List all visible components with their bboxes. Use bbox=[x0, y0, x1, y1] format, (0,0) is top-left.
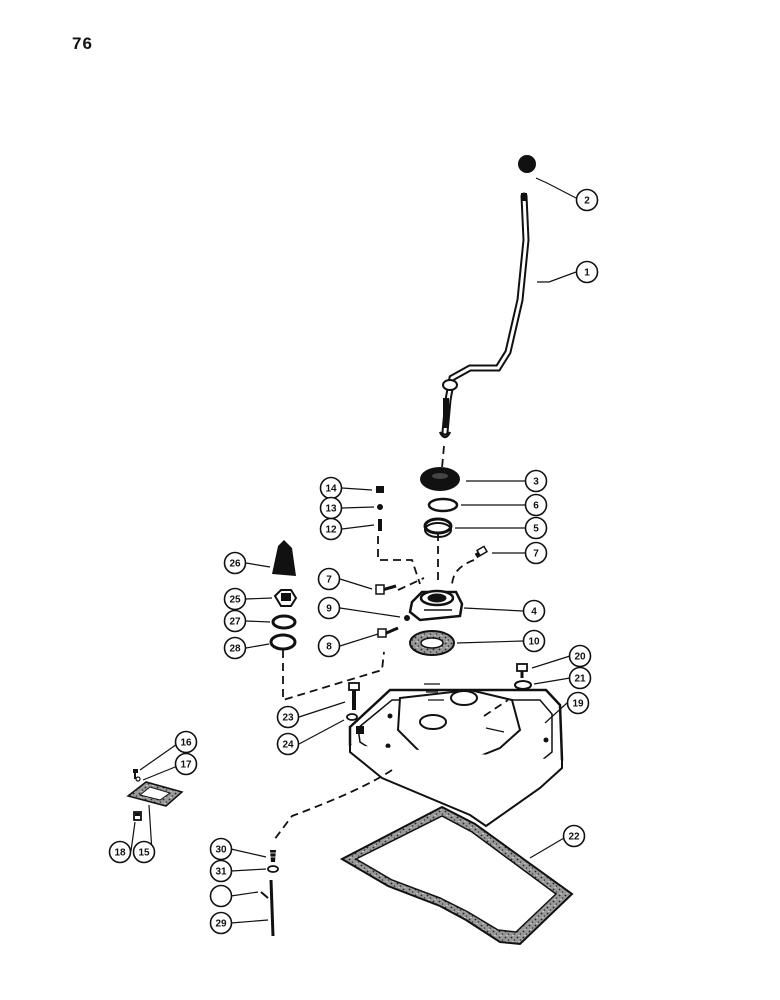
part-plug-29 bbox=[270, 850, 276, 862]
part-washer-20 bbox=[514, 680, 532, 690]
part-seal-27 bbox=[269, 633, 297, 651]
svg-text:29: 29 bbox=[215, 919, 227, 930]
part-fitting-24 bbox=[273, 589, 298, 607]
svg-text:28: 28 bbox=[229, 644, 241, 655]
svg-text:7: 7 bbox=[533, 549, 539, 560]
svg-text:9: 9 bbox=[326, 604, 332, 615]
callout-18: 19 bbox=[566, 691, 590, 715]
svg-text:13: 13 bbox=[325, 504, 337, 515]
svg-text:19: 19 bbox=[572, 699, 584, 710]
callout-13: 14 bbox=[319, 476, 343, 500]
callout-leaders bbox=[130, 177, 577, 924]
part-pin-11 bbox=[378, 519, 382, 531]
svg-text:23: 23 bbox=[282, 713, 294, 724]
svg-text:5: 5 bbox=[533, 524, 539, 535]
callout-4: 4 bbox=[522, 599, 546, 623]
svg-text:1: 1 bbox=[584, 268, 590, 279]
svg-text:3: 3 bbox=[533, 477, 539, 488]
part-gearshift-knob bbox=[518, 155, 536, 173]
part-boot bbox=[420, 467, 460, 491]
callout-22: 23 bbox=[276, 705, 300, 729]
part-ball-9 bbox=[404, 615, 410, 621]
part-bolt-22 bbox=[348, 682, 360, 710]
part-washer-23 bbox=[346, 713, 358, 721]
part-screw-7-lower bbox=[375, 584, 397, 595]
svg-text:10: 10 bbox=[528, 637, 540, 648]
callout-7-upper: 7 bbox=[524, 541, 548, 565]
callout-15: 16 bbox=[174, 730, 198, 754]
part-washer-26 bbox=[271, 614, 297, 630]
part-plunger-13 bbox=[376, 486, 384, 493]
callout-24: 25 bbox=[223, 587, 247, 611]
svg-text:12: 12 bbox=[325, 525, 337, 536]
callout-29: 30 bbox=[209, 837, 233, 861]
part-pin-31 bbox=[260, 891, 269, 899]
svg-text:27: 27 bbox=[229, 617, 241, 628]
svg-text:6: 6 bbox=[533, 501, 539, 512]
part-cap-25 bbox=[272, 540, 296, 576]
svg-text:21: 21 bbox=[574, 674, 586, 685]
svg-text:30: 30 bbox=[215, 845, 227, 856]
svg-text:16: 16 bbox=[180, 738, 192, 749]
svg-text:26: 26 bbox=[229, 559, 241, 570]
callout-2: 2 bbox=[575, 188, 599, 212]
part-cover-gasket bbox=[339, 805, 574, 946]
callouts: 2 1 3 6 5 7 4 10 14 13 12 7 9 8 26 25 27… bbox=[108, 188, 599, 935]
svg-text:8: 8 bbox=[326, 642, 332, 653]
part-spring-12 bbox=[377, 504, 383, 510]
callout-1: 1 bbox=[575, 260, 599, 284]
part-cover-plate-14 bbox=[126, 781, 184, 807]
callout-5: 5 bbox=[524, 516, 548, 540]
part-screw-7-upper bbox=[474, 545, 488, 559]
part-dipstick-28 bbox=[269, 879, 275, 937]
svg-text:18: 18 bbox=[114, 848, 126, 859]
svg-text:15: 15 bbox=[138, 848, 150, 859]
svg-text:31: 31 bbox=[215, 867, 227, 878]
svg-text:24: 24 bbox=[282, 740, 294, 751]
part-gearshift-lever bbox=[438, 192, 530, 439]
part-gasket-small bbox=[409, 630, 455, 656]
svg-text:7: 7 bbox=[326, 575, 332, 586]
callout-31 bbox=[209, 884, 233, 908]
callout-6: 6 bbox=[524, 493, 548, 517]
callout-30: 31 bbox=[209, 859, 233, 883]
callout-7-lower: 7 bbox=[317, 567, 341, 591]
callout-12: 13 bbox=[319, 496, 343, 520]
callout-21: 22 bbox=[562, 824, 586, 848]
part-screw-8 bbox=[377, 626, 399, 638]
callout-16: 17 bbox=[174, 752, 198, 776]
callout-11: 12 bbox=[319, 517, 343, 541]
part-block-17 bbox=[133, 811, 142, 821]
assembly-lines bbox=[273, 445, 509, 841]
svg-text:14: 14 bbox=[325, 484, 337, 495]
callout-10: 10 bbox=[522, 629, 546, 653]
callout-3: 3 bbox=[524, 469, 548, 493]
part-ring bbox=[427, 497, 459, 513]
svg-text:4: 4 bbox=[531, 607, 537, 618]
callout-9: 9 bbox=[317, 596, 341, 620]
svg-text:20: 20 bbox=[574, 652, 586, 663]
part-lever-housing bbox=[408, 589, 464, 622]
callout-19: 20 bbox=[568, 644, 592, 668]
part-washer-30 bbox=[267, 865, 279, 873]
callout-26: 27 bbox=[223, 609, 247, 633]
callout-14: 15 bbox=[132, 840, 156, 864]
svg-text:17: 17 bbox=[180, 760, 192, 771]
svg-text:25: 25 bbox=[229, 595, 241, 606]
part-washer-16 bbox=[135, 776, 141, 782]
part-screw-15 bbox=[133, 769, 138, 779]
callout-25: 26 bbox=[223, 551, 247, 575]
svg-text:22: 22 bbox=[568, 832, 580, 843]
svg-text:2: 2 bbox=[584, 196, 590, 207]
callout-20: 21 bbox=[568, 666, 592, 690]
callout-17: 18 bbox=[108, 840, 132, 864]
callout-8: 8 bbox=[317, 634, 341, 658]
part-transmission-cover bbox=[348, 683, 564, 828]
callout-23: 24 bbox=[276, 732, 300, 756]
callout-27: 28 bbox=[223, 636, 247, 660]
callout-28: 29 bbox=[209, 911, 233, 935]
page-number: 76 bbox=[72, 34, 93, 53]
part-bolt-19 bbox=[516, 663, 528, 678]
